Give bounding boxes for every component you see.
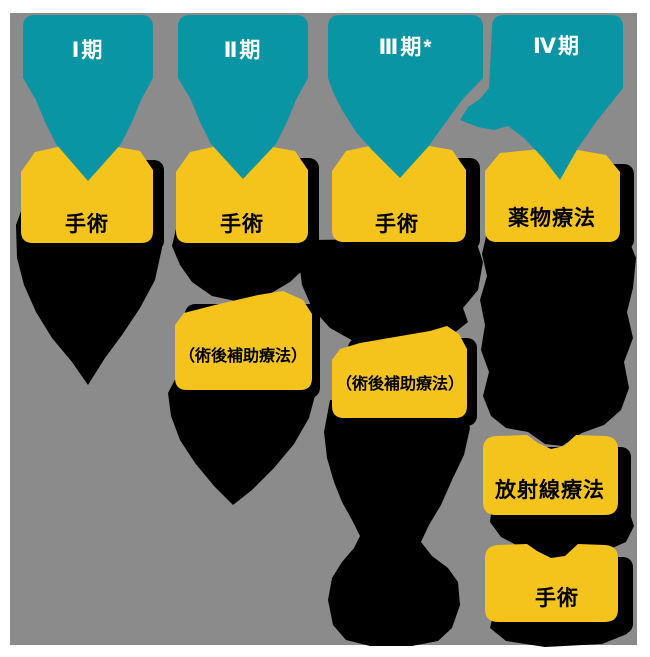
treatment-box [21,146,153,243]
column-stage-3 [299,15,483,646]
stage-pin [328,15,483,178]
down-arrow-blob [16,200,164,385]
treatment-box [485,544,618,622]
stage-pin [23,15,153,181]
down-arrow-blob [480,232,636,446]
treatment-box [175,291,312,390]
column-stage-1 [16,15,164,385]
stage-label-4: Ⅳ期 [532,35,582,58]
down-arrow-blob [299,238,483,350]
stage-pin [460,15,623,180]
treatment-box [176,146,308,243]
stage-label-2: Ⅱ期 [223,39,263,62]
column-stage-4 [460,15,636,647]
treatment-label-radiation: 放射線療法 [495,479,605,502]
stage-label-3: Ⅲ期* [378,36,434,59]
treatment-label-adjuvant-2: （術後補助療法） [178,348,307,365]
column-stage-2 [168,15,320,505]
treatment-label-surgery-4: 手術 [535,587,579,610]
treatment-label-surgery-2: 手術 [220,213,264,236]
treatment-label-adjuvant-3: （術後補助療法） [335,376,464,393]
treatment-box [483,435,618,515]
treatment-label-drug-therapy: 薬物療法 [508,207,596,230]
treatment-box [332,326,467,418]
treatment-label-surgery-3: 手術 [375,213,419,236]
down-arrow-blob [168,370,316,505]
treatment-label-surgery-1: 手術 [65,213,109,236]
treatment-box [332,145,466,242]
stage-pin [178,15,308,179]
treatment-box [485,149,620,242]
stage-label-1: Ⅰ期 [71,39,105,62]
down-arrow-blob [324,400,470,646]
